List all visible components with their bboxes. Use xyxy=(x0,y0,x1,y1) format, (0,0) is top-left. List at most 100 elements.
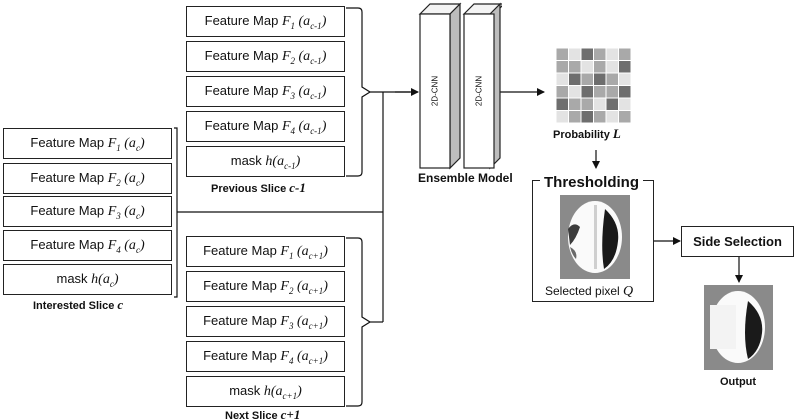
ensemble-model-blocks xyxy=(418,2,502,170)
grid-cell xyxy=(568,97,582,111)
grid-cell xyxy=(593,72,607,86)
probability-title: Probability xyxy=(553,129,613,141)
cnn-block-2: 2D-CNN xyxy=(464,14,494,168)
grid-cell xyxy=(605,60,619,74)
next-mask: mask h(ac+1) xyxy=(186,376,345,407)
output-scan-svg xyxy=(710,291,765,363)
grid-cell xyxy=(593,97,607,111)
selected-pixel-text: Selected pixel xyxy=(545,284,624,298)
grid-cell xyxy=(618,72,632,86)
previous-slice-title: Previous Slice xyxy=(211,183,290,195)
prev-feature-map-3: Feature Map F3 (ac-1) xyxy=(186,76,345,107)
grid-cell xyxy=(580,60,594,74)
next-feature-map-4: Feature Map F4 (ac+1) xyxy=(186,341,345,372)
prev-mask-text: mask h(ac-1) xyxy=(230,152,301,171)
probability-label: Probability L xyxy=(553,126,621,142)
next-slice-title: Next Slice xyxy=(225,410,281,420)
grid-cell xyxy=(568,85,582,99)
brace-previous xyxy=(346,7,372,177)
grid-cell xyxy=(580,72,594,86)
interested-slice-var: c xyxy=(117,297,124,312)
grid-cell xyxy=(555,72,569,86)
previous-slice-var: c-1 xyxy=(289,180,306,195)
cur-feature-map-4: Feature Map F4 (ac) xyxy=(3,230,172,261)
interested-slice-title: Interested Slice xyxy=(33,300,118,312)
grid-cell xyxy=(568,47,582,61)
prev-mask: mask h(ac-1) xyxy=(186,146,345,177)
cur-mask-text: mask h(ac) xyxy=(56,270,119,289)
grid-cell xyxy=(555,47,569,61)
grid-cell xyxy=(568,60,582,74)
next-fm3-text: Feature Map F3 (ac+1) xyxy=(203,312,328,331)
grid-cell xyxy=(580,85,594,99)
cur-mask: mask h(ac) xyxy=(3,264,172,295)
output-label: Output xyxy=(720,376,757,388)
grid-cell xyxy=(593,60,607,74)
grid-cell xyxy=(618,85,632,99)
next-feature-map-1: Feature Map F1 (ac+1) xyxy=(186,236,345,267)
next-slice-label: Next Slice c+1 xyxy=(225,407,300,420)
prev-fm4-text: Feature Map F4 (ac-1) xyxy=(204,117,327,136)
next-fm4-text: Feature Map F4 (ac+1) xyxy=(203,347,328,366)
grid-cell xyxy=(605,110,619,124)
grid-cell xyxy=(555,110,569,124)
grid-cell xyxy=(568,110,582,124)
grid-cell xyxy=(605,47,619,61)
previous-slice-label: Previous Slice c-1 xyxy=(211,180,306,196)
thresholding-title: Thresholding xyxy=(540,174,643,191)
grid-cell xyxy=(618,47,632,61)
thresholding-scan-image xyxy=(560,195,630,279)
grid-cell xyxy=(568,72,582,86)
grid-cell xyxy=(605,97,619,111)
grid-cell xyxy=(618,97,632,111)
side-selection-box: Side Selection xyxy=(681,226,794,257)
brace-interested xyxy=(174,127,178,298)
next-feature-map-3: Feature Map F3 (ac+1) xyxy=(186,306,345,337)
grid-cell xyxy=(618,60,632,74)
next-feature-map-2: Feature Map F2 (ac+1) xyxy=(186,271,345,302)
cur-feature-map-1: Feature Map F1 (ac) xyxy=(3,128,172,159)
prev-feature-map-4: Feature Map F4 (ac-1) xyxy=(186,111,345,142)
selected-pixel-caption: Selected pixel Q xyxy=(545,284,633,300)
grid-cell xyxy=(593,110,607,124)
prev-fm3-text: Feature Map F3 (ac-1) xyxy=(204,82,327,101)
cnn-label-2: 2D-CNN xyxy=(474,75,484,107)
output-scan-image xyxy=(704,285,773,370)
grid-cell xyxy=(618,110,632,124)
brace-next xyxy=(346,237,372,407)
probability-var: L xyxy=(612,126,621,141)
prev-fm2-text: Feature Map F2 (ac-1) xyxy=(204,47,327,66)
cur-fm2-text: Feature Map F2 (ac) xyxy=(30,169,145,188)
grid-cell xyxy=(593,47,607,61)
cur-feature-map-3: Feature Map F3 (ac) xyxy=(3,196,172,227)
cnn-block-1: 2D-CNN xyxy=(420,14,450,168)
cnn-label-1: 2D-CNN xyxy=(430,75,440,107)
grid-cell xyxy=(605,85,619,99)
next-fm1-text: Feature Map F1 (ac+1) xyxy=(203,242,328,261)
grid-cell xyxy=(605,72,619,86)
next-mask-text: mask h(ac+1) xyxy=(229,382,302,401)
cur-feature-map-2: Feature Map F2 (ac) xyxy=(3,163,172,194)
prev-feature-map-1: Feature Map F1 (ac-1) xyxy=(186,6,345,37)
grid-cell xyxy=(593,85,607,99)
cur-fm3-text: Feature Map F3 (ac) xyxy=(30,202,145,221)
thresholding-scan-svg xyxy=(568,201,622,273)
grid-cell xyxy=(555,97,569,111)
grid-cell xyxy=(555,60,569,74)
cur-fm1-text: Feature Map F1 (ac) xyxy=(30,134,145,153)
next-slice-var: c+1 xyxy=(280,407,301,420)
grid-cell xyxy=(580,97,594,111)
grid-cell xyxy=(580,47,594,61)
ensemble-model-title: Ensemble Model xyxy=(418,171,513,185)
interested-slice-label: Interested Slice c xyxy=(33,297,123,313)
grid-cell xyxy=(580,110,594,124)
grid-cell xyxy=(555,85,569,99)
probability-grid xyxy=(555,47,632,124)
prev-fm1-text: Feature Map F1 (ac-1) xyxy=(204,12,327,31)
cur-fm4-text: Feature Map F4 (ac) xyxy=(30,236,145,255)
next-fm2-text: Feature Map F2 (ac+1) xyxy=(203,277,328,296)
prev-feature-map-2: Feature Map F2 (ac-1) xyxy=(186,41,345,72)
selected-pixel-var: Q xyxy=(623,284,634,299)
